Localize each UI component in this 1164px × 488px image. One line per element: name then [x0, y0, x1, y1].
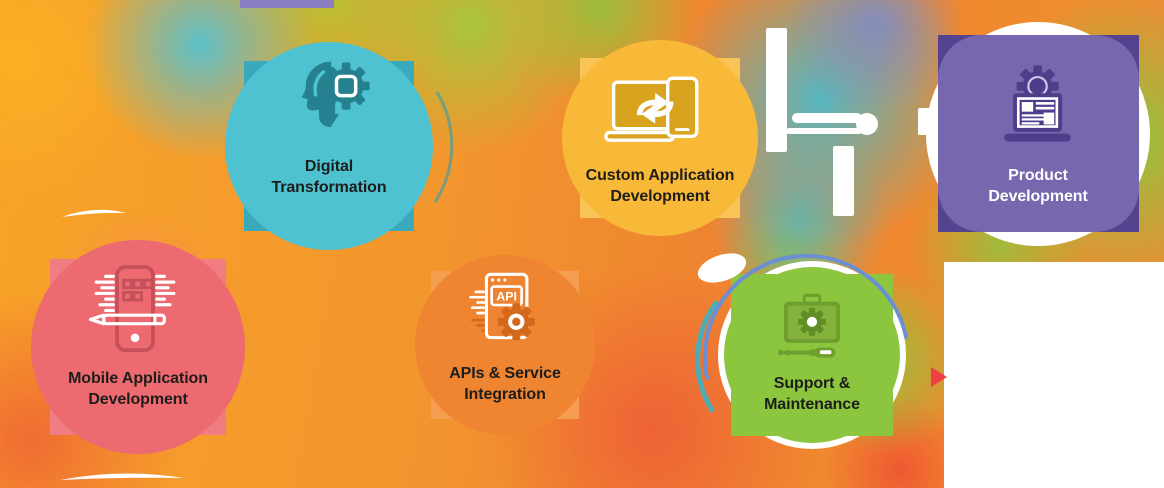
toolbox-gear-icon — [778, 293, 841, 358]
service-circle — [31, 240, 245, 454]
service-label-line1: Product — [1008, 167, 1068, 184]
phone-pencil-icon — [88, 265, 176, 353]
service-custom-application-development: Custom Application Development — [562, 40, 758, 236]
service-label-line2: Development — [988, 188, 1088, 205]
service-label-line1: APIs & Service — [449, 365, 561, 382]
service-label: Product Development — [926, 165, 1150, 207]
laptop-layout-gear-icon — [1004, 65, 1071, 142]
service-support-maintenance: Support & Maintenance — [718, 261, 906, 449]
service-label: Mobile Application Development — [31, 368, 245, 410]
service-label-line2: Integration — [464, 386, 546, 403]
service-label: APIs & Service Integration — [415, 363, 595, 405]
service-apis-service-integration: API APIs & Service Integr — [415, 255, 595, 435]
service-label-line1: Support & — [773, 375, 851, 392]
service-label-line1: Digital — [304, 158, 354, 175]
service-label: Support & Maintenance — [724, 373, 900, 415]
svg-text:API: API — [496, 290, 517, 304]
laptop-sync-icon — [604, 76, 699, 142]
api-gear-icon: API — [469, 272, 535, 341]
head-gear-icon — [301, 61, 370, 128]
white-corner-region — [944, 262, 1164, 488]
service-mobile-application-development: Mobile Application Development — [31, 240, 245, 454]
service-label-line2: Development — [610, 188, 710, 205]
service-label-line1: Mobile Application — [68, 370, 208, 387]
service-label: Custom Application Development — [562, 165, 758, 207]
service-label: Digital Transformation — [225, 156, 433, 198]
service-digital-transformation: Digital Transformation — [225, 42, 433, 250]
service-label-line2: Maintenance — [764, 396, 860, 413]
service-product-development: Product Development — [926, 22, 1150, 246]
service-label-line2: Development — [88, 391, 188, 408]
service-label-line2: Transformation — [271, 179, 387, 196]
service-label-line1: Custom Application — [585, 167, 735, 184]
